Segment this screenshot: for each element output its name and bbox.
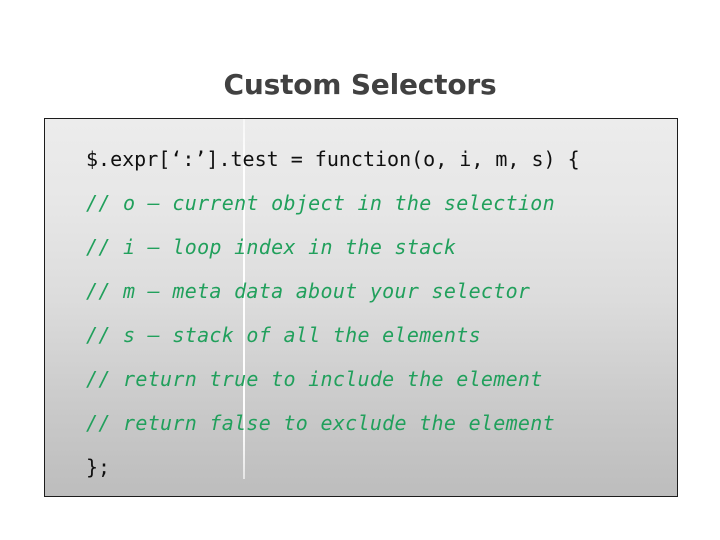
- code-line: // return true to include the element: [86, 367, 543, 391]
- code-block: $.expr[‘:’].test = function(o, i, m, s) …: [86, 137, 666, 489]
- page-title: Custom Selectors: [223, 68, 497, 101]
- code-line: // i – loop index in the stack: [86, 235, 457, 259]
- code-line: // m – meta data about your selector: [86, 279, 531, 303]
- code-line: // o – current object in the selection: [86, 191, 555, 215]
- code-line: // s – stack of all the elements: [86, 323, 481, 347]
- code-line: $.expr[‘:’].test = function(o, i, m, s) …: [86, 147, 580, 171]
- code-line: };: [86, 455, 111, 479]
- code-line: // return false to exclude the element: [86, 411, 555, 435]
- code-panel: $.expr[‘:’].test = function(o, i, m, s) …: [44, 118, 678, 497]
- text-cursor-guide-line: [243, 119, 245, 479]
